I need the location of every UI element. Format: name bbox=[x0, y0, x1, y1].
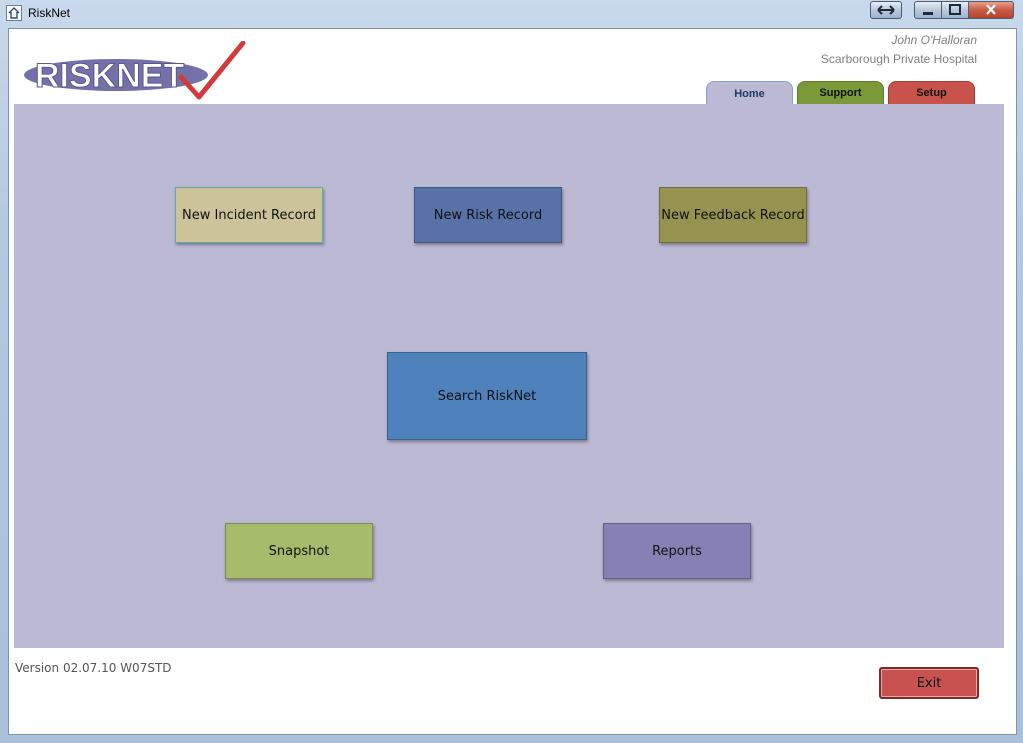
new-risk-record-button[interactable]: New Risk Record bbox=[414, 187, 562, 243]
house-icon[interactable] bbox=[6, 5, 22, 21]
window-title: RiskNet bbox=[28, 6, 71, 20]
exit-button[interactable]: Exit bbox=[879, 667, 979, 699]
snapshot-button[interactable]: Snapshot bbox=[225, 523, 373, 579]
minimize-icon[interactable] bbox=[914, 1, 942, 19]
new-incident-record-button[interactable]: New Incident Record bbox=[175, 187, 323, 243]
user-name: John O'Halloran bbox=[891, 33, 977, 47]
tab-setup[interactable]: Setup bbox=[888, 81, 975, 105]
maximize-icon[interactable] bbox=[941, 1, 969, 19]
client-area: RISKNET John O'Halloran Scarborough Priv… bbox=[8, 28, 1017, 735]
title-bar[interactable]: RiskNet bbox=[0, 0, 1023, 26]
new-feedback-record-button[interactable]: New Feedback Record bbox=[659, 187, 807, 243]
resize-icon[interactable] bbox=[870, 1, 902, 19]
reports-button[interactable]: Reports bbox=[603, 523, 751, 579]
close-icon[interactable] bbox=[968, 1, 1014, 19]
risknet-logo: RISKNET bbox=[21, 40, 246, 103]
tab-home[interactable]: Home bbox=[706, 81, 793, 105]
search-risknet-button[interactable]: Search RiskNet bbox=[387, 352, 587, 440]
logo-text: RISKNET bbox=[35, 57, 184, 95]
version-label: Version 02.07.10 W07STD bbox=[15, 661, 172, 675]
tab-support[interactable]: Support bbox=[797, 81, 884, 105]
organisation-name: Scarborough Private Hospital bbox=[820, 52, 977, 66]
home-panel: New Incident Record New Risk Record New … bbox=[14, 104, 1004, 648]
